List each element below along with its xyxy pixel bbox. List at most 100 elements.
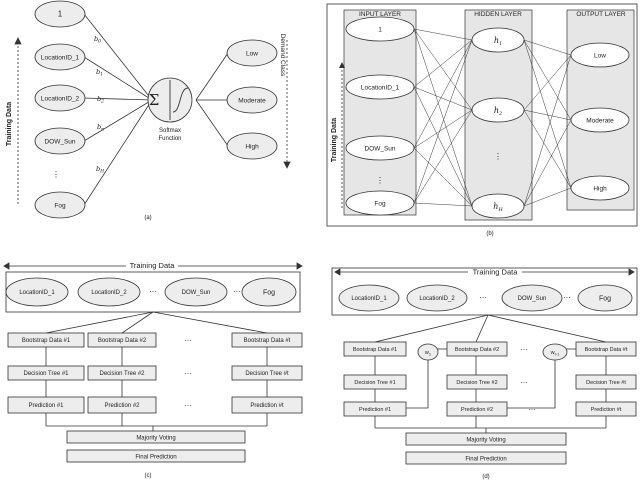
edge-a-3 xyxy=(83,97,153,101)
input-node-location1 xyxy=(34,43,86,71)
d-feature-label-dow-sun: DOW_Sun xyxy=(518,296,547,302)
c-final-label: Final Prediction xyxy=(135,455,176,461)
d-bootstrap-label-2: Bootstrap Data #2 xyxy=(455,347,499,353)
c-tree-label-t: Decision Tree #t xyxy=(245,371,289,377)
c-tree-2 xyxy=(87,365,157,381)
caption-c: (c) xyxy=(145,473,152,479)
b-output-label-low: Low xyxy=(594,53,606,60)
c-feature-location1 xyxy=(5,277,69,307)
d-feature-label-location2: LocationID_2 xyxy=(419,296,455,302)
output-label-high: High xyxy=(245,144,259,151)
edge-a-out-3 xyxy=(195,99,229,147)
d-prediction-1 xyxy=(343,401,407,417)
input-label-location1: LocationID_1 xyxy=(41,55,80,62)
nn-edge-15 xyxy=(523,54,572,111)
nn-edge-2 xyxy=(413,28,473,207)
d-tree-label-2: Decision Tree #2 xyxy=(456,380,497,386)
nn-edge-0 xyxy=(413,28,473,41)
c-tree-t xyxy=(231,365,303,381)
nn-edge-8 xyxy=(413,147,473,207)
c-feature-ellipsis-2: ··· xyxy=(233,287,241,296)
edge-d-1 xyxy=(374,314,489,343)
d-feature-dow-sun xyxy=(501,284,563,312)
input-node-dow-sun xyxy=(34,127,86,155)
d-bootstrap-label-1: Bootstrap Data #1 xyxy=(353,347,397,353)
edge-d-feedback-3 xyxy=(506,359,556,409)
c-bootstrap-label-2: Bootstrap Data #2 xyxy=(98,338,147,344)
b-input-node-dow-sun xyxy=(345,135,415,161)
panel-b-nodes xyxy=(345,16,630,219)
c-dots-row-2: ··· xyxy=(184,369,192,378)
d-weight-label-1: w1 xyxy=(424,350,432,357)
nn-edge-9 xyxy=(413,39,473,204)
edge-a-4 xyxy=(83,99,153,142)
d-tree-1 xyxy=(343,374,407,390)
c-prediction-label-2: Prediction #2 xyxy=(104,403,140,409)
d-weight-node-t-1 xyxy=(542,343,568,361)
c-tree-1 xyxy=(7,365,85,381)
c-bootstrap-2 xyxy=(87,332,157,348)
input-node-bias xyxy=(34,0,86,28)
d-prediction-2 xyxy=(446,401,508,417)
c-header: Training Data xyxy=(130,261,176,270)
b-input-ellipsis: ⋮ xyxy=(376,176,384,185)
output-node-high xyxy=(226,132,278,160)
panel-c-shapes xyxy=(5,277,303,463)
b-input-label-dow-sun: DOW_Sun xyxy=(364,146,395,153)
header-arrowhead-right-d xyxy=(628,268,635,276)
nn-edge-3 xyxy=(413,39,473,88)
weight-b0: b0 xyxy=(94,35,101,45)
c-bootstrap-label-1: Bootstrap Data #1 xyxy=(22,338,71,344)
hidden-node-1 xyxy=(471,27,525,53)
d-prediction-t xyxy=(575,401,637,417)
b-output-node-moderate xyxy=(570,107,630,133)
left-axis-label-b: Training Data xyxy=(331,118,338,162)
d-header: Training Data xyxy=(473,268,519,277)
left-axis-label-a: Training Data xyxy=(6,102,13,146)
d-prediction-label-1: Prediction #1 xyxy=(359,407,391,413)
d-weight-node-1 xyxy=(417,343,439,361)
d-bootstrap-2 xyxy=(446,341,508,357)
c-feature-label-dow-sun: DOW_Sun xyxy=(182,290,211,296)
input-ellipsis: ⋮ xyxy=(52,170,60,179)
input-label-location2: LocationID_2 xyxy=(41,96,80,103)
nn-edge-11 xyxy=(413,202,473,207)
input-label-bias: 1 xyxy=(58,10,63,19)
nn-edge-16 xyxy=(523,109,572,121)
input-label-dow-sun: DOW_Sun xyxy=(44,139,75,146)
c-majority-voting xyxy=(66,430,246,444)
d-feature-ellipsis-1: ··· xyxy=(479,293,487,302)
nn-edge-5 xyxy=(413,86,473,207)
panel-a-nodes xyxy=(34,0,278,219)
header-arrowhead-right-c xyxy=(296,262,303,270)
c-feature-ellipsis-1: ··· xyxy=(149,287,157,296)
b-output-node-high xyxy=(570,175,630,201)
c-bootstrap-label-t: Bootstrap Data #t xyxy=(244,338,291,344)
panel-d-text: Training Data LocationID_1 LocationID_2 … xyxy=(351,268,628,481)
d-feature-label-location1: LocationID_1 xyxy=(351,296,387,302)
hidden-label-2: h2 xyxy=(494,106,502,117)
nn-edge-17 xyxy=(523,109,572,189)
edge-a-1 xyxy=(83,13,153,101)
d-bootstrap-t xyxy=(575,341,637,357)
d-feature-ellipsis-2: ··· xyxy=(563,293,571,302)
nn-edge-20 xyxy=(523,187,572,207)
panel-b-text: INPUT LAYER HIDDEN LAYER OUTPUT LAYER 1 … xyxy=(331,11,626,237)
panel-c-text: Training Data LocationID_1 LocationID_2 … xyxy=(19,261,290,479)
d-tree-t xyxy=(575,374,637,390)
d-bootstrap-1 xyxy=(343,341,407,357)
d-majority-voting xyxy=(405,432,567,446)
edge-c-3 xyxy=(152,311,268,334)
d-feature-fog xyxy=(577,284,633,312)
header-arrowhead-left-d xyxy=(334,268,341,276)
c-prediction-label-t: Prediction #t xyxy=(250,403,284,409)
nn-edge-10 xyxy=(413,109,473,204)
edge-a-5 xyxy=(83,99,153,206)
nn-edge-7 xyxy=(413,109,473,149)
d-dots-row-1: ··· xyxy=(520,345,528,354)
c-bootstrap-1 xyxy=(7,332,85,348)
left-axis-arrowhead xyxy=(14,37,22,45)
d-feature-location2 xyxy=(406,284,468,312)
c-dots-row-3: ··· xyxy=(184,401,192,410)
output-label-low: Low xyxy=(246,51,258,58)
